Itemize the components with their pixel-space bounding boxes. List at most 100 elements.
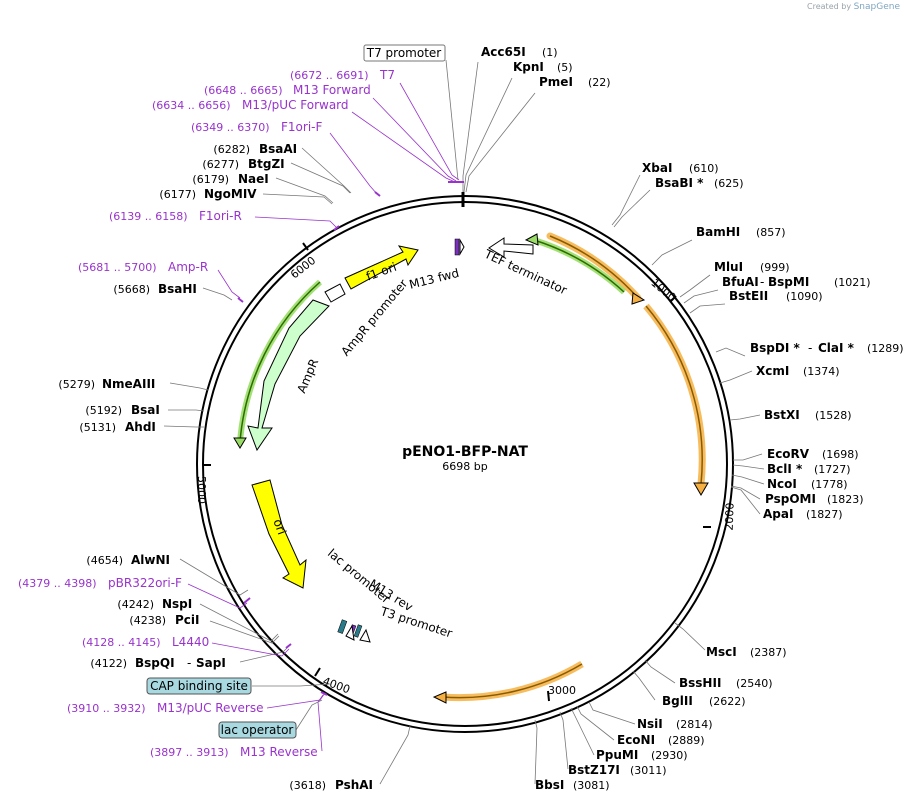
enzyme-pos: (2814) [676,718,713,731]
enzyme-name-2: ClaI * [818,341,855,355]
enzyme-name: Acc65I [481,45,526,59]
scale-ticks [203,242,711,702]
enzyme-pos: (1289) [867,342,904,355]
enzyme-name: BtgZI [248,157,285,171]
enzyme-pos: (1374) [803,365,840,378]
tick-label: 1000 [648,276,678,304]
enzyme-name: NgoMIV [204,187,257,201]
enzyme-name: BstZ17I [568,763,620,777]
primer-range: (4128 .. 4145) [82,636,161,649]
enzyme-name: ApaI [763,507,793,521]
enzyme-labels-right: Acc65I (1) KpnI (5) PmeI (22) XbaI (610)… [481,45,904,792]
enzyme-name: BspQI [135,656,175,670]
enzyme-pos: (1) [542,46,558,59]
enzyme-leaders [163,61,765,785]
primer-range: (4379 .. 4398) [18,577,97,590]
snapgene-credit: Created by SnapGene [807,2,900,12]
enzyme-pos: (1698) [822,448,859,461]
m13-fwd-mark [454,238,460,256]
m13-fwd-label: M13 fwd [408,266,461,292]
enzyme-name: MluI [714,260,743,274]
enzyme-name: EcoNI [617,733,655,747]
enzyme-pos: (5279) [58,378,95,391]
enzyme-pos: (1823) [827,493,864,506]
primer-range: (3910 .. 3932) [67,702,146,715]
enzyme-name: PpuMI [596,748,638,762]
tick-3000 [547,690,550,702]
enzyme-name: BsaAI [259,142,297,156]
f1-ori-label: f1 ori [364,260,398,284]
enzyme-name: BclI * [767,462,803,476]
primer-name: pBR322ori-F [108,576,182,590]
enzyme-pos: (4242) [117,598,154,611]
enzyme-name: BglII [662,694,693,708]
enzyme-name: NaeI [238,172,269,186]
enzyme-name: KpnI [513,60,544,74]
enzyme-pos: (1778) [811,478,848,491]
ori-arrow [251,479,307,589]
tef-terminator-label: TEF terminator [481,247,569,298]
enzyme-name: PmeI [539,75,573,89]
primer-name: F1ori-F [281,120,322,134]
outer-arcs [237,232,706,702]
enzyme-pos: (5131) [79,421,116,434]
credit-prefix: Created by [807,2,852,11]
primer-marks [237,181,464,696]
enzyme-name: NspI [162,597,192,611]
enzyme-pos: (4238) [129,614,166,627]
tick-label: 2000 [723,502,737,530]
enzyme-dash: - [187,656,191,670]
lac-operator-box [218,721,297,739]
t7-promoter-label: T7 promoter [366,46,442,60]
enzyme-name: BssHII [679,676,721,690]
primer-name: M13/pUC Forward [242,98,349,112]
enzyme-pos: (2930) [651,749,688,762]
tick-label: 3000 [548,684,576,697]
primer-name: Amp-R [168,260,208,274]
primer-name: T7 [379,68,395,82]
ampr-label: AmpR [294,357,321,395]
enzyme-pos: (1727) [814,463,851,476]
enzyme-name: BstXI [764,408,800,422]
enzyme-pos: (5) [557,61,573,74]
enzyme-name: BstEII [729,289,768,303]
outer-arc-heads [233,233,709,704]
primer-range: (6648 .. 6665) [204,84,283,97]
plasmid-size: 6698 bp [442,460,487,473]
plasmid-name: pENO1-BFP-NAT [402,444,528,460]
enzyme-pos: (610) [689,162,719,175]
tick-6000 [302,242,309,251]
box-leaders [252,59,459,731]
enzyme-pos: (6282) [213,143,250,156]
enzyme-pos: (2889) [668,734,705,747]
t3-promoter-label: T3 promoter [378,604,454,641]
primer-range: (5681 .. 5700) [78,261,157,274]
enzyme-pos: (999) [760,261,790,274]
tick-1000 [669,295,677,303]
enzyme-pos: (22) [588,76,611,89]
primer-name: L4440 [172,635,209,649]
enzyme-name: NsiI [637,717,663,731]
enzyme-pos: (6177) [159,188,196,201]
enzyme-labels-left: (3618) PshAI (4122) BspQI - SapI (4238) … [58,142,373,792]
enzyme-pos: (2387) [750,646,787,659]
enzyme-pos: (1021) [834,276,871,289]
primer-labels: (6672 .. 6691) T7 (6648 .. 6665) M13 For… [18,68,395,759]
enzyme-name: AlwNI [131,553,170,567]
ampr-arrow [247,299,330,452]
primer-leaders [187,82,460,752]
boxed-labels: T7 promoter CAP binding site lac operato… [146,44,446,739]
enzyme-name: PspOMI [765,492,816,506]
enzyme-name-2: BspMI [768,275,809,289]
enzyme-pos: (4122) [90,657,127,670]
primer-range: (6139 .. 6158) [109,210,188,223]
tef-terminator-arrow [488,237,534,258]
enzyme-name-2: SapI [196,656,226,670]
enzyme-pos: (6277) [202,158,239,171]
enzyme-name: BsaI [131,403,160,417]
primer-range: (6634 .. 6656) [152,99,231,112]
tick-4000 [314,667,321,677]
enzyme-name: BamHI [696,225,740,239]
primer-range: (6349 .. 6370) [191,121,270,134]
